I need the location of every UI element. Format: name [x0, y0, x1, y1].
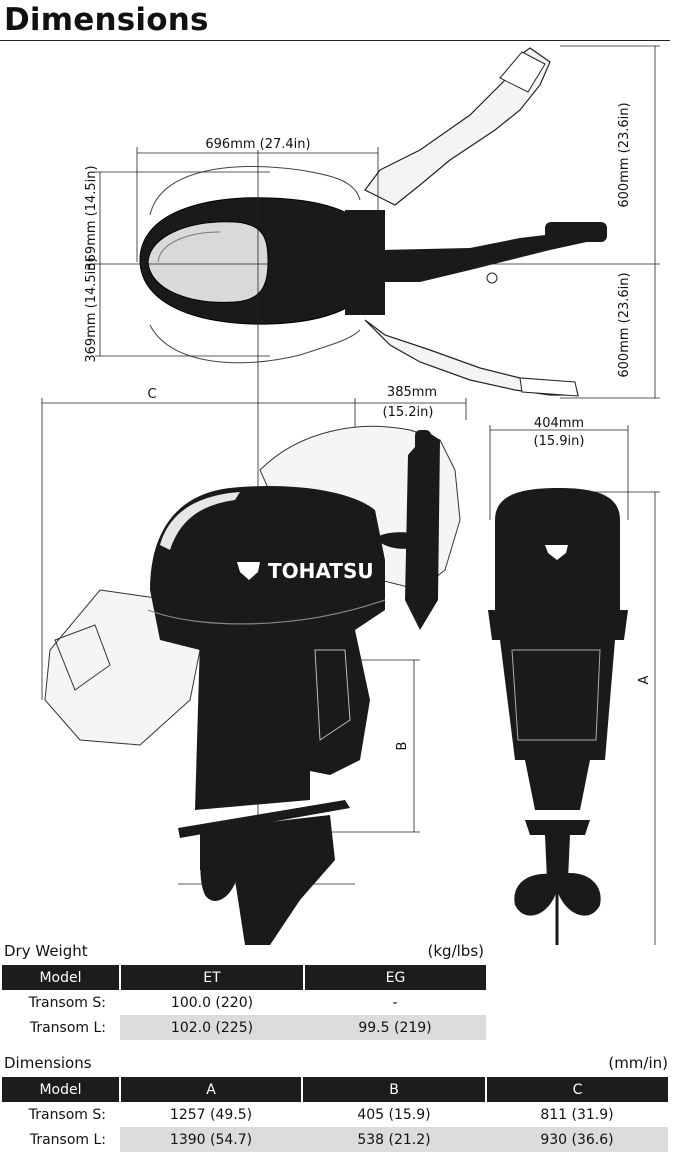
- dimensions-units: (mm/in): [608, 1054, 668, 1072]
- dim-tiller-upper: 600mm (23.6in): [617, 102, 632, 207]
- dim-width-top: 696mm (27.4in): [205, 137, 310, 152]
- dim-height-b: B: [395, 742, 410, 751]
- dry-weight-units: (kg/lbs): [427, 942, 484, 960]
- table-cell: 99.5 (219): [304, 1015, 486, 1040]
- header-c: C: [486, 1077, 668, 1102]
- page-title: Dimensions: [4, 2, 209, 38]
- row-label: Transom S:: [28, 994, 106, 1011]
- table-cell: 930 (36.6): [486, 1127, 668, 1152]
- dim-half-width-lower: 369mm (14.5in): [84, 257, 99, 362]
- table-cell: 1257 (49.5): [169, 1106, 253, 1123]
- dim-tiller-reach: 385mm: [387, 385, 437, 400]
- tohatsu-logo: TOHATSU: [237, 559, 374, 583]
- dim-height-a: A: [637, 675, 652, 684]
- header-b: B: [302, 1077, 487, 1102]
- dry-weight-title: Dry Weight: [4, 942, 88, 960]
- table-cell: 811 (31.9): [540, 1106, 614, 1123]
- table-row: Transom S: 100.0 (220) -: [2, 990, 486, 1015]
- outboard-dimension-drawing: 696mm (27.4in) 369mm (14.5in) 369mm (14.…: [41, 45, 660, 945]
- side-view: [41, 398, 467, 945]
- dim-tiller-lower: 600mm (23.6in): [617, 272, 632, 377]
- brand-name: TOHATSU: [268, 559, 374, 583]
- table-cell: 100.0 (220): [170, 994, 254, 1011]
- table-header-row: Model A B C: [2, 1077, 668, 1102]
- header-model: Model: [2, 1077, 121, 1102]
- dim-tiller-reach-in: (15.2in): [383, 405, 434, 420]
- table-cell: -: [392, 994, 398, 1011]
- rear-view: [488, 425, 660, 945]
- table-row: Transom S: 1257 (49.5) 405 (15.9) 811 (3…: [2, 1102, 668, 1127]
- table-cell: 1390 (54.7): [120, 1127, 302, 1152]
- title-divider: [0, 40, 670, 41]
- dry-weight-table: Model ET EG Transom S: 100.0 (220) - Tra…: [2, 965, 486, 1040]
- table-cell: 102.0 (225): [120, 1015, 304, 1040]
- header-model: Model: [2, 965, 121, 990]
- table-row: Transom L: 1390 (54.7) 538 (21.2) 930 (3…: [2, 1127, 668, 1152]
- dimensions-table: Model A B C Transom S: 1257 (49.5) 405 (…: [2, 1077, 668, 1152]
- dim-rear-width-in: (15.9in): [534, 434, 585, 449]
- dimensions-table-title: Dimensions: [4, 1054, 92, 1072]
- table-row: Transom L: 102.0 (225) 99.5 (219): [2, 1015, 486, 1040]
- header-et: ET: [120, 965, 305, 990]
- table-header-row: Model ET EG: [2, 965, 486, 990]
- dim-half-width-upper: 369mm (14.5in): [84, 165, 99, 270]
- table-cell: 405 (15.9): [357, 1106, 431, 1123]
- top-view: [95, 45, 660, 840]
- row-label: Transom L:: [2, 1127, 120, 1152]
- row-label: Transom L:: [2, 1015, 120, 1040]
- dim-length-c: C: [147, 387, 156, 402]
- header-eg: EG: [304, 965, 486, 990]
- row-label: Transom S:: [28, 1106, 106, 1123]
- dim-rear-width: 404mm: [534, 416, 584, 431]
- table-cell: 538 (21.2): [302, 1127, 486, 1152]
- header-a: A: [120, 1077, 303, 1102]
